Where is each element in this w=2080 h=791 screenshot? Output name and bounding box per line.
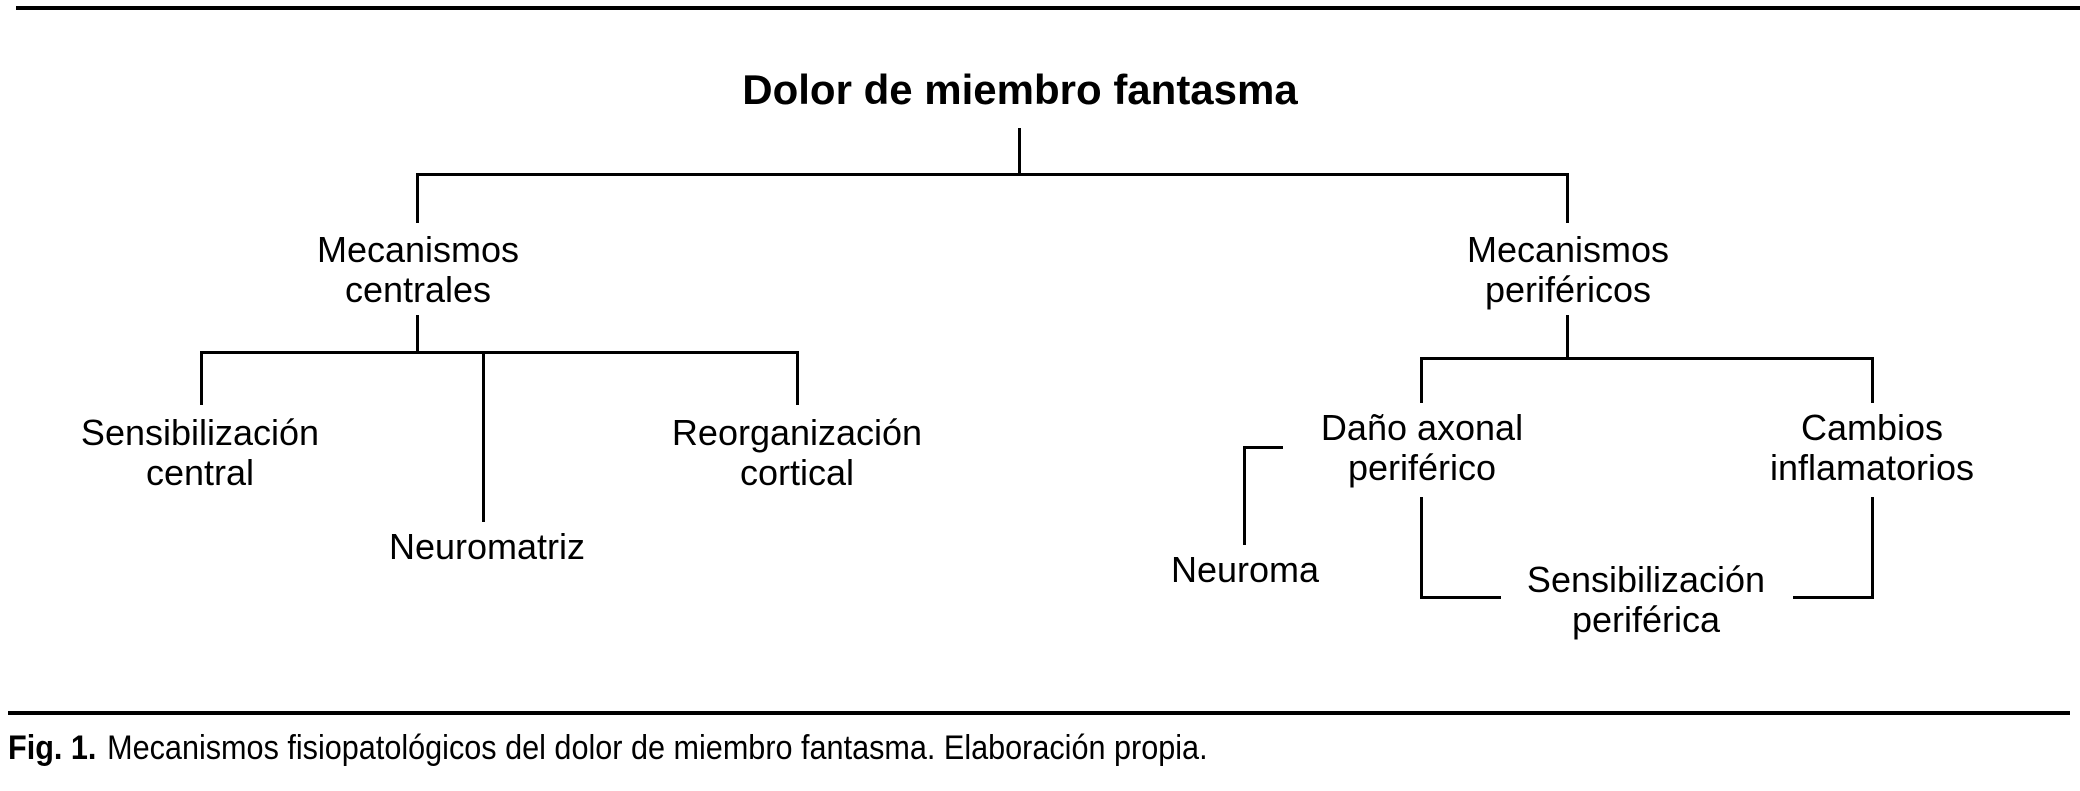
node-sensibilizacion-periferica-line2: periférica bbox=[1571, 599, 1721, 640]
connector-neuromatriz-drop bbox=[482, 351, 485, 522]
node-root-title: Dolor de miembro fantasma bbox=[742, 66, 1298, 113]
connector-central-stem bbox=[416, 315, 419, 353]
connector-peripheral-stem bbox=[1566, 315, 1569, 359]
connector-neuroma-vertical bbox=[1243, 446, 1246, 545]
connector-neuroma-horizontal bbox=[1243, 446, 1283, 449]
connector-sensibilizacion-central-drop bbox=[200, 351, 203, 405]
node-sensibilizacion-central-line1: Sensibilización bbox=[80, 412, 320, 453]
node-reorganizacion-cortical: Reorganización cortical bbox=[672, 413, 922, 493]
node-cambios-inflamatorios: Cambios inflamatorios bbox=[1770, 408, 1974, 488]
node-cambios-inflamatorios-line2: inflamatorios bbox=[1769, 447, 1975, 488]
node-dano-axonal: Daño axonal periférico bbox=[1321, 408, 1523, 488]
node-mecanismos-centrales: Mecanismos centrales bbox=[317, 230, 519, 310]
connector-peripheral-branch-drop bbox=[1566, 173, 1569, 223]
node-reorganizacion-cortical-line1: Reorganización bbox=[671, 412, 923, 453]
top-rule bbox=[16, 6, 2080, 10]
connector-main-horizontal bbox=[417, 173, 1569, 176]
connector-title-stem bbox=[1018, 128, 1021, 175]
connector-central-sub-horizontal bbox=[201, 351, 799, 354]
node-neuroma: Neuroma bbox=[1170, 549, 1320, 590]
node-reorganizacion-cortical-line2: cortical bbox=[739, 452, 855, 493]
node-sensibilizacion-periferica: Sensibilización periférica bbox=[1527, 560, 1765, 640]
node-sensibilizacion-periferica-line1: Sensibilización bbox=[1526, 559, 1766, 600]
figure-caption-text: Mecanismos fisiopatológicos del dolor de… bbox=[107, 729, 1208, 767]
connector-dano-elbow-vertical bbox=[1420, 497, 1423, 599]
connector-cambios-drop bbox=[1871, 357, 1874, 403]
node-mecanismos-centrales-line2: centrales bbox=[344, 269, 492, 310]
figure-number-label: Fig. 1. bbox=[8, 729, 97, 767]
connector-cambios-elbow-horizontal bbox=[1793, 596, 1874, 599]
connector-dano-elbow-horizontal bbox=[1420, 596, 1501, 599]
connector-cambios-elbow-vertical bbox=[1871, 497, 1874, 599]
node-sensibilizacion-central-line2: central bbox=[145, 452, 255, 493]
node-mecanismos-perifericos-line1: Mecanismos bbox=[1466, 229, 1670, 270]
node-mecanismos-perifericos-line2: periféricos bbox=[1484, 269, 1652, 310]
connector-peripheral-sub-horizontal bbox=[1421, 357, 1874, 360]
node-cambios-inflamatorios-line1: Cambios bbox=[1800, 407, 1944, 448]
caption-rule bbox=[8, 711, 2070, 715]
node-dano-axonal-line1: Daño axonal bbox=[1320, 407, 1524, 448]
figure-caption: Fig. 1. Mecanismos fisiopatológicos del d… bbox=[8, 728, 1208, 768]
connector-central-branch-drop bbox=[416, 173, 419, 223]
node-neuromatriz: Neuromatriz bbox=[388, 526, 586, 567]
node-dano-axonal-line2: periférico bbox=[1347, 447, 1497, 488]
connector-dano-axonal-drop bbox=[1420, 357, 1423, 403]
connector-reorganizacion-drop bbox=[796, 351, 799, 405]
node-sensibilizacion-central: Sensibilización central bbox=[81, 413, 319, 493]
node-mecanismos-perifericos: Mecanismos periféricos bbox=[1467, 230, 1669, 310]
node-mecanismos-centrales-line1: Mecanismos bbox=[316, 229, 520, 270]
